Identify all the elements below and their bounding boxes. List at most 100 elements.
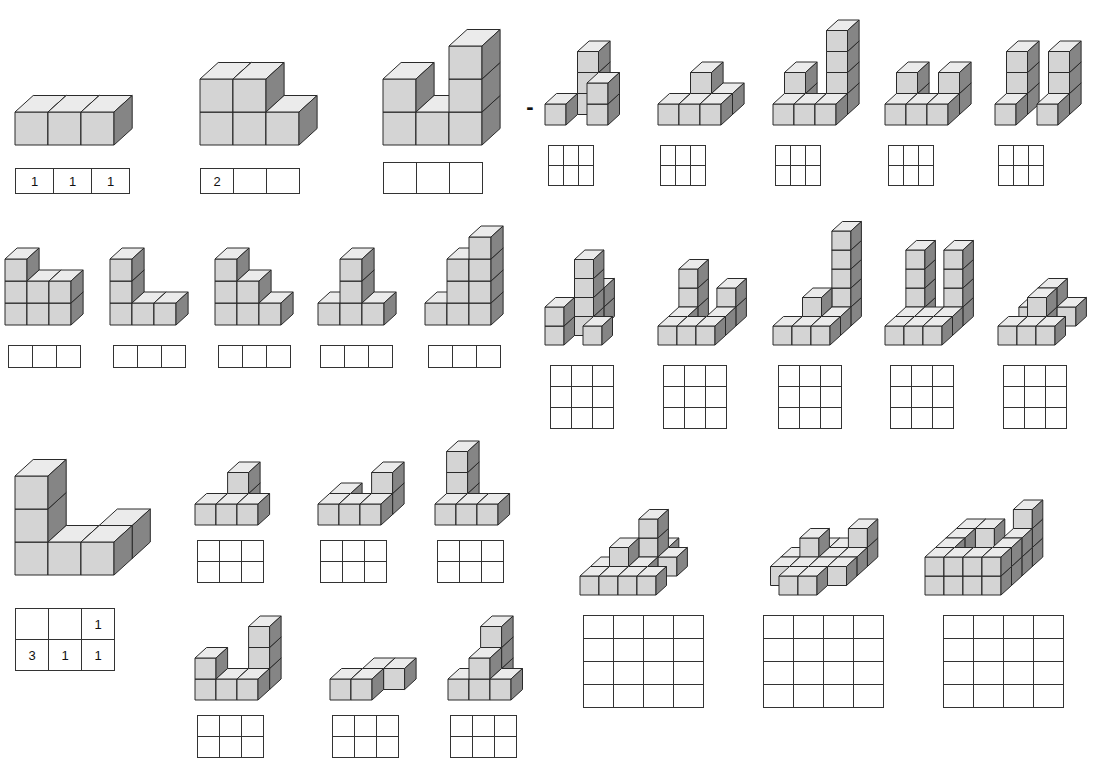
cube-side xyxy=(1076,298,1087,327)
cube-front xyxy=(49,303,71,325)
cube xyxy=(545,298,575,327)
cube-front xyxy=(490,679,511,700)
cube-side xyxy=(299,96,317,146)
grid-cell xyxy=(584,639,614,662)
cube xyxy=(362,292,396,325)
grid-cell xyxy=(685,387,706,408)
cube-side xyxy=(948,94,960,126)
cube-front xyxy=(340,303,362,325)
cube-front xyxy=(15,112,48,145)
cube xyxy=(81,526,132,576)
grid-cell xyxy=(764,685,794,708)
count-grid xyxy=(661,146,706,186)
cube-front xyxy=(545,326,564,345)
cube-front xyxy=(658,104,679,125)
cube-front xyxy=(811,326,830,345)
cube-front xyxy=(110,281,132,303)
cube-side xyxy=(698,260,709,289)
grid-cell xyxy=(974,639,1004,662)
cube-front xyxy=(154,303,176,325)
cube-front xyxy=(639,538,658,557)
grid-cell xyxy=(343,562,365,583)
grid-cell xyxy=(889,146,904,166)
grid-cell xyxy=(242,541,264,562)
cube-front xyxy=(944,269,963,288)
cube-front xyxy=(48,542,81,575)
grid-cell xyxy=(572,366,593,387)
cube-side xyxy=(599,41,611,73)
grid-cell xyxy=(706,366,727,387)
grid-cell xyxy=(1046,387,1067,408)
cube-front xyxy=(906,288,925,307)
cube-front xyxy=(1049,73,1070,94)
cube-figure xyxy=(448,616,523,700)
cube-front xyxy=(233,112,266,145)
cube-front xyxy=(885,104,906,125)
grid-cell xyxy=(138,346,162,368)
grid-cell xyxy=(664,408,685,429)
grid-cell xyxy=(16,609,49,640)
grid-cell xyxy=(220,541,242,562)
cube-front xyxy=(587,83,608,104)
grid-cell xyxy=(661,166,676,186)
grid-cell xyxy=(198,737,220,758)
cube-figure xyxy=(885,62,971,125)
cube-side xyxy=(362,248,374,281)
cube-side xyxy=(602,317,613,346)
cube-front xyxy=(583,326,602,345)
cube xyxy=(939,62,972,94)
count-grid xyxy=(321,346,393,368)
grid-cell xyxy=(824,616,854,639)
cube xyxy=(249,616,282,648)
cube-front xyxy=(798,576,817,595)
count-grid xyxy=(198,541,264,583)
count-grid xyxy=(321,541,387,583)
cube xyxy=(490,669,523,701)
cube-front xyxy=(195,658,216,679)
cube-side xyxy=(482,30,500,80)
grid-cell xyxy=(584,616,614,639)
grid-cell xyxy=(919,166,934,186)
grid-cell xyxy=(776,166,791,186)
cube xyxy=(995,94,1028,126)
cube-side xyxy=(656,567,667,596)
cube-side xyxy=(1055,317,1066,346)
cube-front xyxy=(1007,73,1028,94)
grid-cell xyxy=(904,166,919,186)
grid-cell xyxy=(460,562,482,583)
cube-figure xyxy=(773,222,861,346)
grid-cell xyxy=(644,639,674,662)
cube-front xyxy=(545,104,566,125)
grid-cell xyxy=(451,737,473,758)
grid-cell xyxy=(904,146,919,166)
grid-cell xyxy=(806,166,821,186)
count-grid xyxy=(664,366,727,429)
cube xyxy=(81,96,132,146)
cube-front xyxy=(449,112,482,145)
cube-side xyxy=(848,20,860,52)
grid-cell xyxy=(333,737,355,758)
grid-cell xyxy=(764,662,794,685)
cube-front xyxy=(975,529,994,548)
cube-front xyxy=(637,576,656,595)
grid-cell xyxy=(999,146,1014,166)
cube-figure xyxy=(195,616,281,700)
cube-front xyxy=(49,281,71,303)
cube-side xyxy=(258,494,270,526)
cube-front xyxy=(1013,510,1032,529)
cube-side xyxy=(677,548,688,577)
grid-cell xyxy=(644,616,674,639)
cube-front xyxy=(1007,52,1028,73)
grid-number: 1 xyxy=(82,640,114,670)
cube-front xyxy=(982,557,1001,576)
cube-front xyxy=(5,281,27,303)
cube-front xyxy=(677,326,696,345)
cube-front xyxy=(237,679,258,700)
cube-figure xyxy=(383,30,500,146)
grid-cell xyxy=(365,541,387,562)
cube-figure xyxy=(580,510,687,596)
grid-cell xyxy=(999,166,1014,186)
cube-front xyxy=(469,303,491,325)
grid-cell xyxy=(854,662,884,685)
